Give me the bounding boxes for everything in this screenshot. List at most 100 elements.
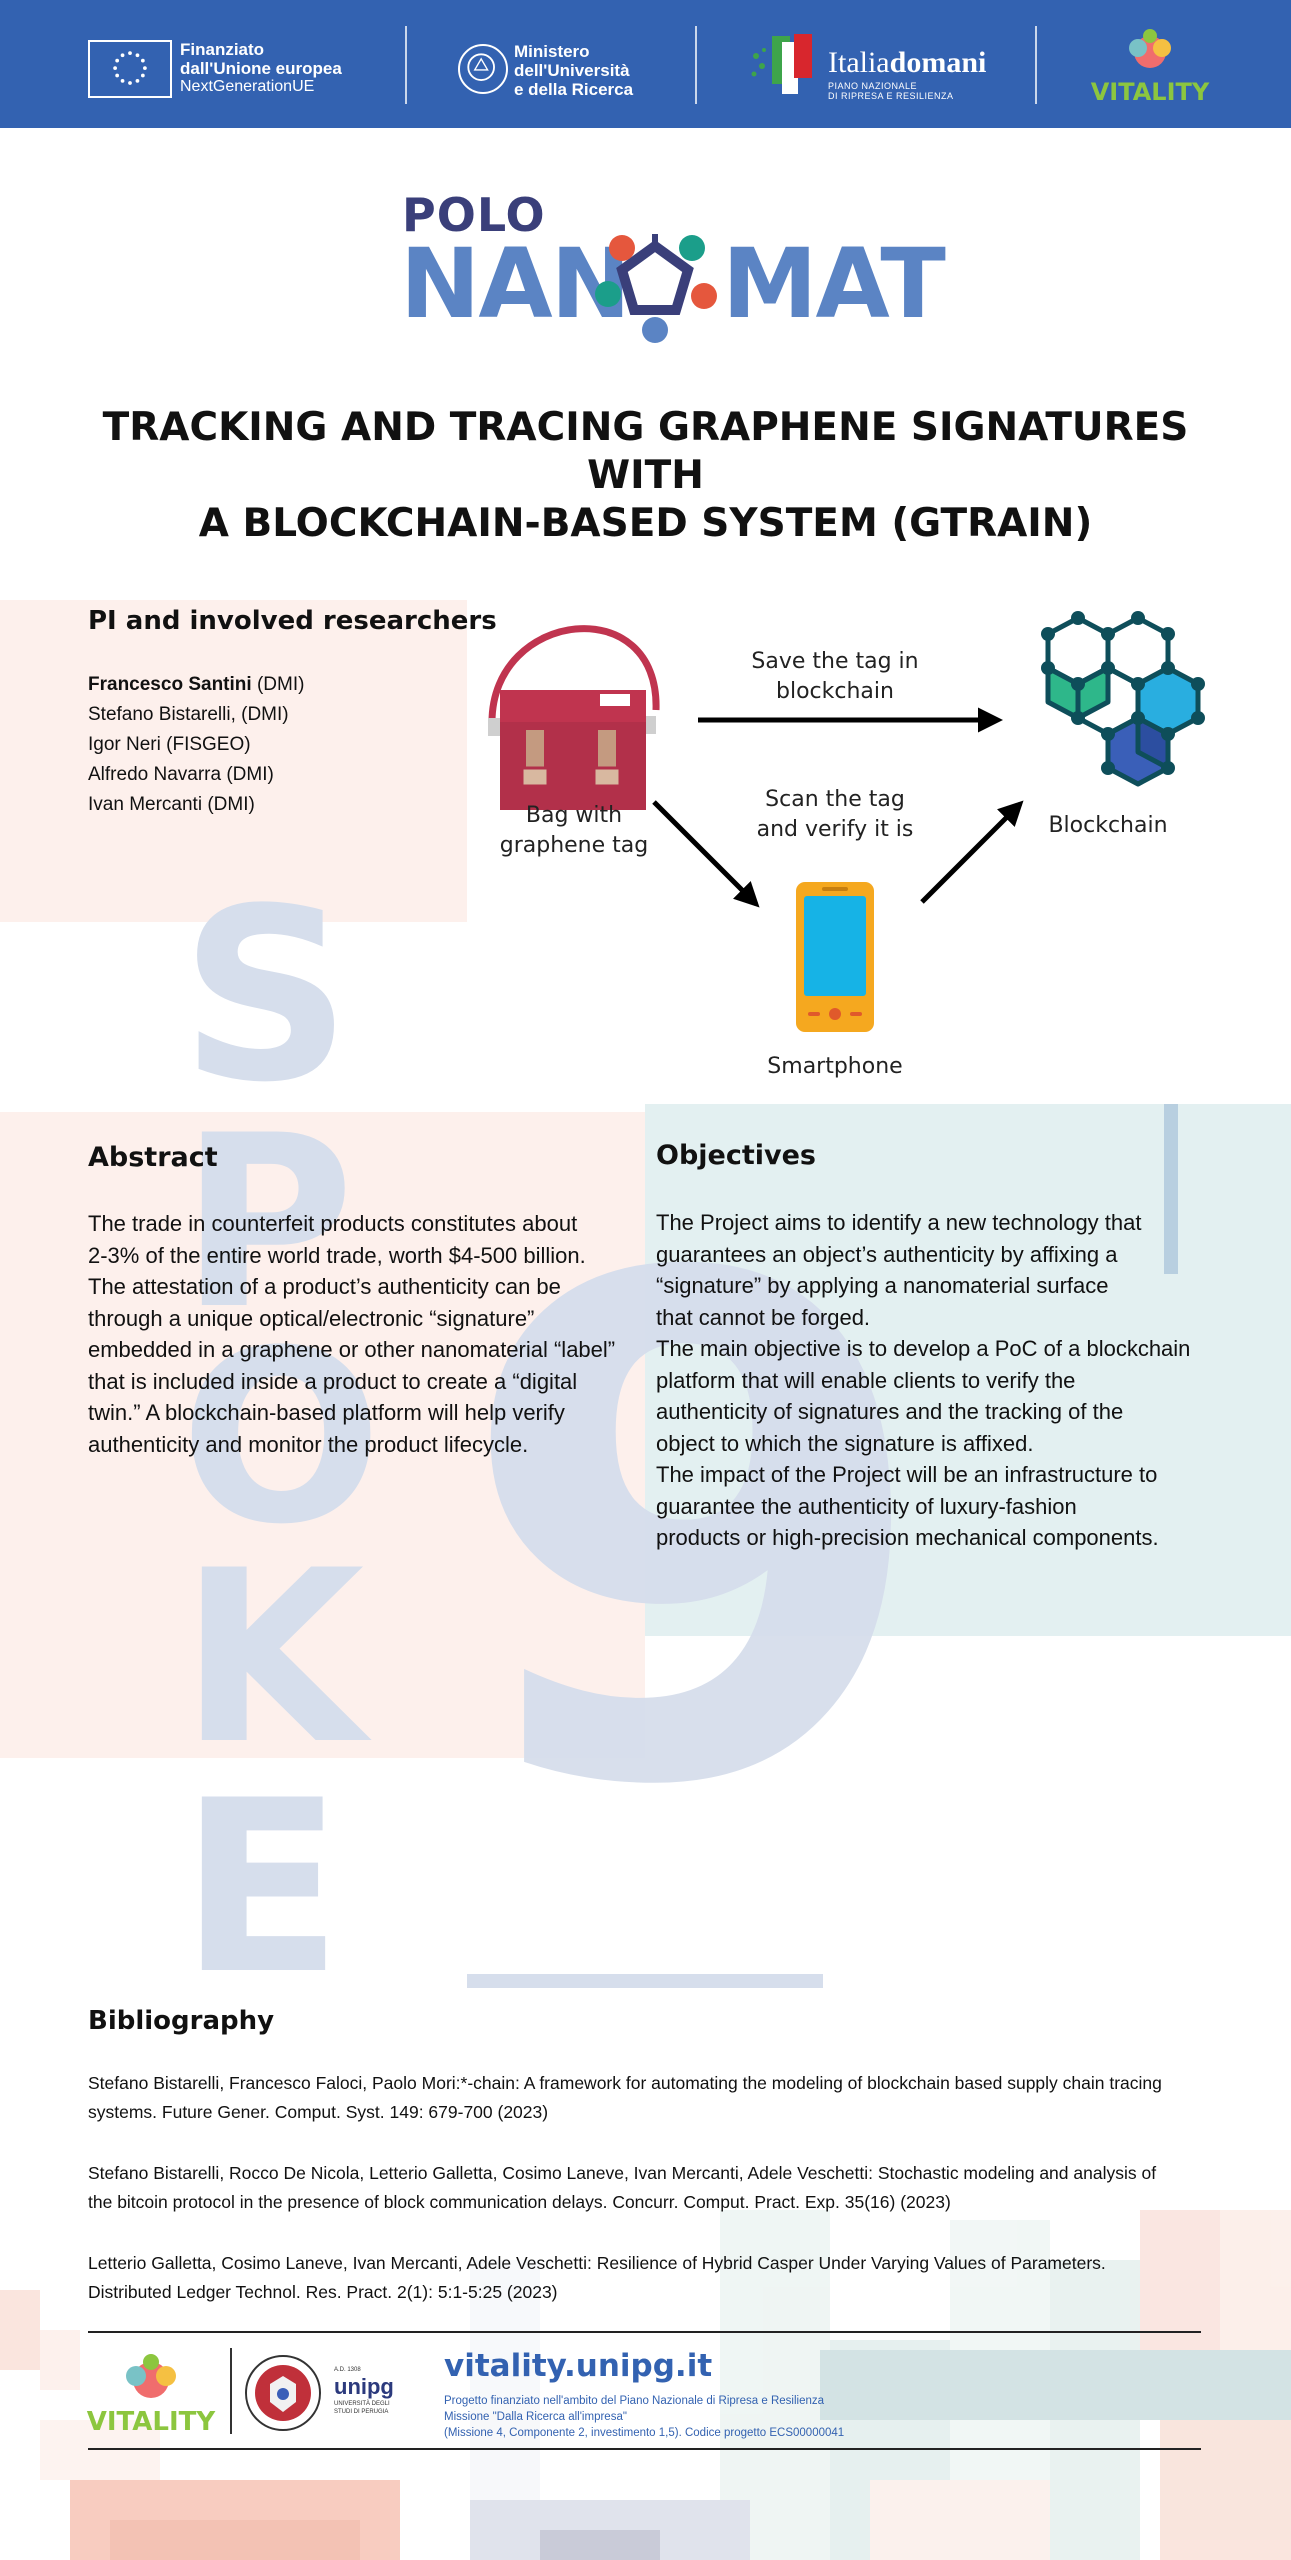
italia-domani-logo: Italiadomani PIANO NAZIONALE DI RIPRESA … — [828, 48, 986, 101]
researchers-list: Francesco Santini (DMI) Stefano Bistarel… — [88, 670, 304, 820]
eu-line2: dall'Unione europea — [180, 59, 342, 79]
background-letter-s: S — [180, 858, 352, 1135]
bibliography-entry: Stefano Bistarelli, Rocco De Nicola, Let… — [88, 2159, 1198, 2217]
save-label-line2: blockchain — [776, 679, 894, 704]
bibliography-heading: Bibliography — [88, 2006, 275, 2036]
objectives-line: products or high-precision mechanical co… — [656, 1525, 1159, 1550]
eu-line1: Finanziato — [180, 40, 265, 59]
decorative-bar — [1164, 1104, 1178, 1274]
objectives-line: platform that will enable clients to ver… — [656, 1367, 1076, 1393]
footer-vitality-logo: VITALITY — [86, 2346, 216, 2437]
banner-divider — [405, 26, 407, 104]
abstract-line: authenticity and monitor the product lif… — [88, 1431, 529, 1457]
scan-label-line2: and verify it is — [757, 817, 914, 842]
bag-label-line2: graphene tag — [500, 833, 648, 858]
smartphone-label: Smartphone — [767, 1054, 902, 1079]
poster-title: TRACKING AND TRACING GRAPHENE SIGNATURES… — [80, 404, 1211, 548]
objectives-line: The impact of the Project will be an inf… — [656, 1462, 1158, 1487]
bib-line: Stefano Bistarelli, Rocco De Nicola, Let… — [88, 2163, 1157, 2183]
researchers-heading: PI and involved researchers — [88, 606, 497, 636]
background-letter-o: O — [180, 1300, 383, 1577]
workflow-diagram: Bag with graphene tag Save the tag in bl… — [470, 590, 1230, 1090]
funding-line3: (Missione 4, Componente 2, investimento … — [444, 2427, 845, 2439]
decorative-bar — [467, 1974, 823, 1988]
abstract-line: twin.” A blockchain-based platform will … — [88, 1400, 565, 1425]
objectives-line: guarantee the authenticity of luxury-fas… — [656, 1493, 1077, 1519]
abstract-line: that is included inside a product to cre… — [88, 1368, 578, 1394]
objectives-background — [645, 1104, 1291, 1636]
objectives-line: object to which the signature is affixed… — [656, 1430, 1034, 1456]
scan-arrow — [652, 800, 760, 908]
scan-label-line1: Scan the tag — [765, 787, 905, 812]
objectives-line: that cannot be forged. — [656, 1304, 871, 1330]
smartphone-icon — [796, 882, 874, 1032]
molecule-icon — [588, 226, 722, 344]
blockchain-nodes — [1041, 611, 1205, 775]
blockchain-icon — [1045, 615, 1201, 787]
italia-word: Italia — [828, 46, 890, 79]
objectives-heading: Objectives — [656, 1140, 816, 1171]
bib-line: the bitcoin protocol in the presence of … — [88, 2192, 951, 2212]
unipg-logo: A.D. 1308 unipg UNIVERSITÀ DEGLI STUDI D… — [334, 2366, 394, 2416]
italia-domani-emblem-icon — [748, 32, 820, 98]
researcher-pi: Francesco Santini (DMI) — [88, 670, 304, 700]
ministry-line1: Ministero — [514, 42, 590, 61]
objectives-line: authenticity of signatures and the track… — [656, 1399, 1124, 1424]
footer-divider-top — [88, 2331, 1201, 2333]
eu-funding-text: Finanziato dall'Unione europea NextGener… — [180, 40, 342, 96]
footer-divider-bottom — [88, 2448, 1201, 2450]
pixel-decoration — [0, 2180, 1291, 2560]
verify-arrow — [920, 800, 1024, 904]
abstract-heading: Abstract — [88, 1142, 218, 1173]
objectives-line: The main objective is to develop a PoC o… — [656, 1336, 1191, 1361]
abstract-text: The trade in counterfeit products consti… — [88, 1208, 638, 1460]
funding-line2: Missione "Dalla Ricerca all'impresa" — [444, 2411, 627, 2423]
ministry-text: Ministero dell'Università e della Ricerc… — [514, 42, 633, 99]
ministry-line3: e della Ricerca — [514, 80, 634, 100]
background-letter-k: K — [180, 1520, 365, 1797]
abstract-line: embedded in a graphene or other nanomate… — [88, 1337, 616, 1362]
footer-website-link[interactable]: vitality.unipg.it — [444, 2348, 713, 2384]
vitality-top-text: VITALITY — [1091, 78, 1210, 106]
university-crest-icon — [244, 2354, 322, 2432]
background-letter-e: E — [180, 1750, 343, 2027]
banner-divider — [695, 26, 697, 104]
unipg-year: A.D. 1308 — [334, 2367, 361, 2373]
bag-icon — [488, 625, 660, 810]
abstract-line: The trade in counterfeit products consti… — [88, 1211, 578, 1236]
pi-affiliation: (DMI) — [251, 674, 305, 695]
eu-line3: NextGenerationUE — [180, 78, 315, 96]
bib-line: Distributed Ledger Technol. Res. Pract. … — [88, 2282, 558, 2302]
logo-mat-text: MAT — [722, 228, 946, 340]
bib-line: Letterio Galletta, Cosimo Laneve, Ivan M… — [88, 2253, 1106, 2273]
save-label-line1: Save the tag in — [751, 649, 918, 674]
unipg-subtitle: UNIVERSITÀ DEGLI STUDI DI PERUGIA — [334, 2401, 390, 2415]
pi-name: Francesco Santini — [88, 674, 252, 695]
eu-flag-icon — [88, 40, 172, 98]
abstract-line: through a unique optical/electronic “sig… — [88, 1305, 535, 1331]
researcher-item: Alfredo Navarra (DMI) — [88, 764, 274, 785]
top-banner: Finanziato dall'Unione europea NextGener… — [0, 0, 1291, 128]
objectives-line: guarantees an object’s authenticity by a… — [656, 1241, 1118, 1267]
abstract-line: 2-3% of the entire world trade, worth $4… — [88, 1242, 586, 1268]
bib-line: systems. Future Gener. Comput. Syst. 149… — [88, 2102, 549, 2122]
objectives-text: The Project aims to identify a new techn… — [656, 1207, 1256, 1554]
logo-nan-text: NAN — [400, 228, 631, 340]
bag-label-line1: Bag with — [526, 803, 622, 828]
banner-divider — [1035, 26, 1037, 104]
bibliography-entry: Stefano Bistarelli, Francesco Faloci, Pa… — [88, 2069, 1198, 2127]
italia-sub1: PIANO NAZIONALE — [828, 81, 918, 91]
title-line1: TRACKING AND TRACING GRAPHENE SIGNATURES… — [102, 405, 1189, 498]
researcher-item: Ivan Mercanti (DMI) — [88, 794, 255, 815]
italia-sub2: DI RIPRESA E RESILIENZA — [828, 91, 954, 101]
abstract-line: The attestation of a product’s authentic… — [88, 1274, 561, 1299]
abstract-background — [0, 1112, 645, 1758]
researcher-item: Igor Neri (FISGEO) — [88, 734, 251, 755]
logo-polo-text: POLO — [402, 188, 546, 242]
title-line2: A BLOCKCHAIN-BASED SYSTEM (GTRAIN) — [198, 501, 1093, 546]
footer-vitality-text: VITALITY — [87, 2407, 216, 2436]
background-letter-p: P — [180, 1085, 355, 1362]
domani-word: domani — [889, 46, 987, 79]
vitality-logo: VITALITY — [1090, 22, 1210, 106]
researchers-background — [0, 600, 467, 922]
